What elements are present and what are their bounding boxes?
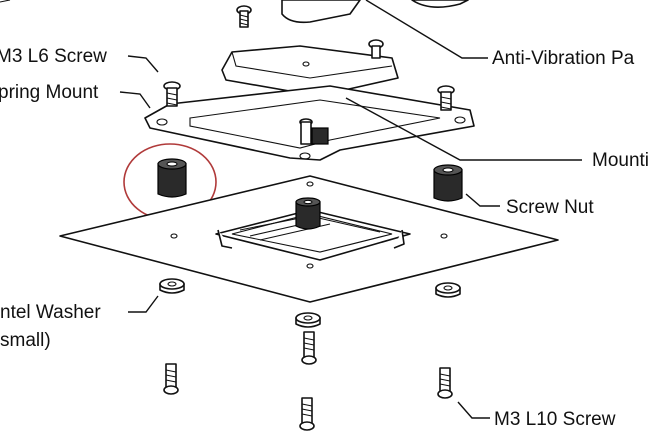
m3-l6-screw-left [163, 81, 181, 107]
center-standoff-top [299, 118, 329, 145]
label-spring-mount: pring Mount [0, 82, 99, 103]
top-screw [236, 5, 252, 28]
leader-m3-l10 [457, 401, 490, 419]
m3-l10-screw-right [437, 367, 453, 399]
leader-mounting [345, 97, 582, 161]
label-small: small) [0, 330, 51, 351]
m3-l10-screw-center-top [301, 331, 317, 365]
leader-screw-nut [465, 193, 500, 207]
label-m3-l10-screw: M3 L10 Screw [494, 409, 616, 430]
label-intel-washer: ntel Washer [0, 302, 101, 323]
center-standoff [295, 197, 321, 230]
leader-spring-mount [119, 91, 151, 109]
fan-bottom-part [0, 0, 469, 24]
m3-l6-screw-right [437, 85, 455, 111]
label-m3-l6-screw: M3 L6 Screw [0, 46, 107, 67]
pad-screw [368, 39, 384, 59]
washer-right [435, 282, 461, 298]
leader-m3-l6 [127, 55, 159, 73]
label-mounting: Mounti [592, 150, 649, 171]
m3-l10-screw-left [163, 363, 179, 395]
washer-left [159, 278, 185, 294]
leader-anti-vibration [365, 0, 488, 59]
washer-center [295, 312, 321, 328]
leader-intel-washer [128, 295, 159, 313]
m3-l10-screw-center-bottom [299, 397, 315, 431]
screw-nut-right [433, 164, 463, 202]
label-anti-vibration: Anti-Vibration Pa [492, 48, 635, 69]
label-screw-nut: Screw Nut [506, 197, 594, 218]
screw-nut-left [157, 158, 187, 198]
anti-vibration-pad [221, 45, 399, 97]
